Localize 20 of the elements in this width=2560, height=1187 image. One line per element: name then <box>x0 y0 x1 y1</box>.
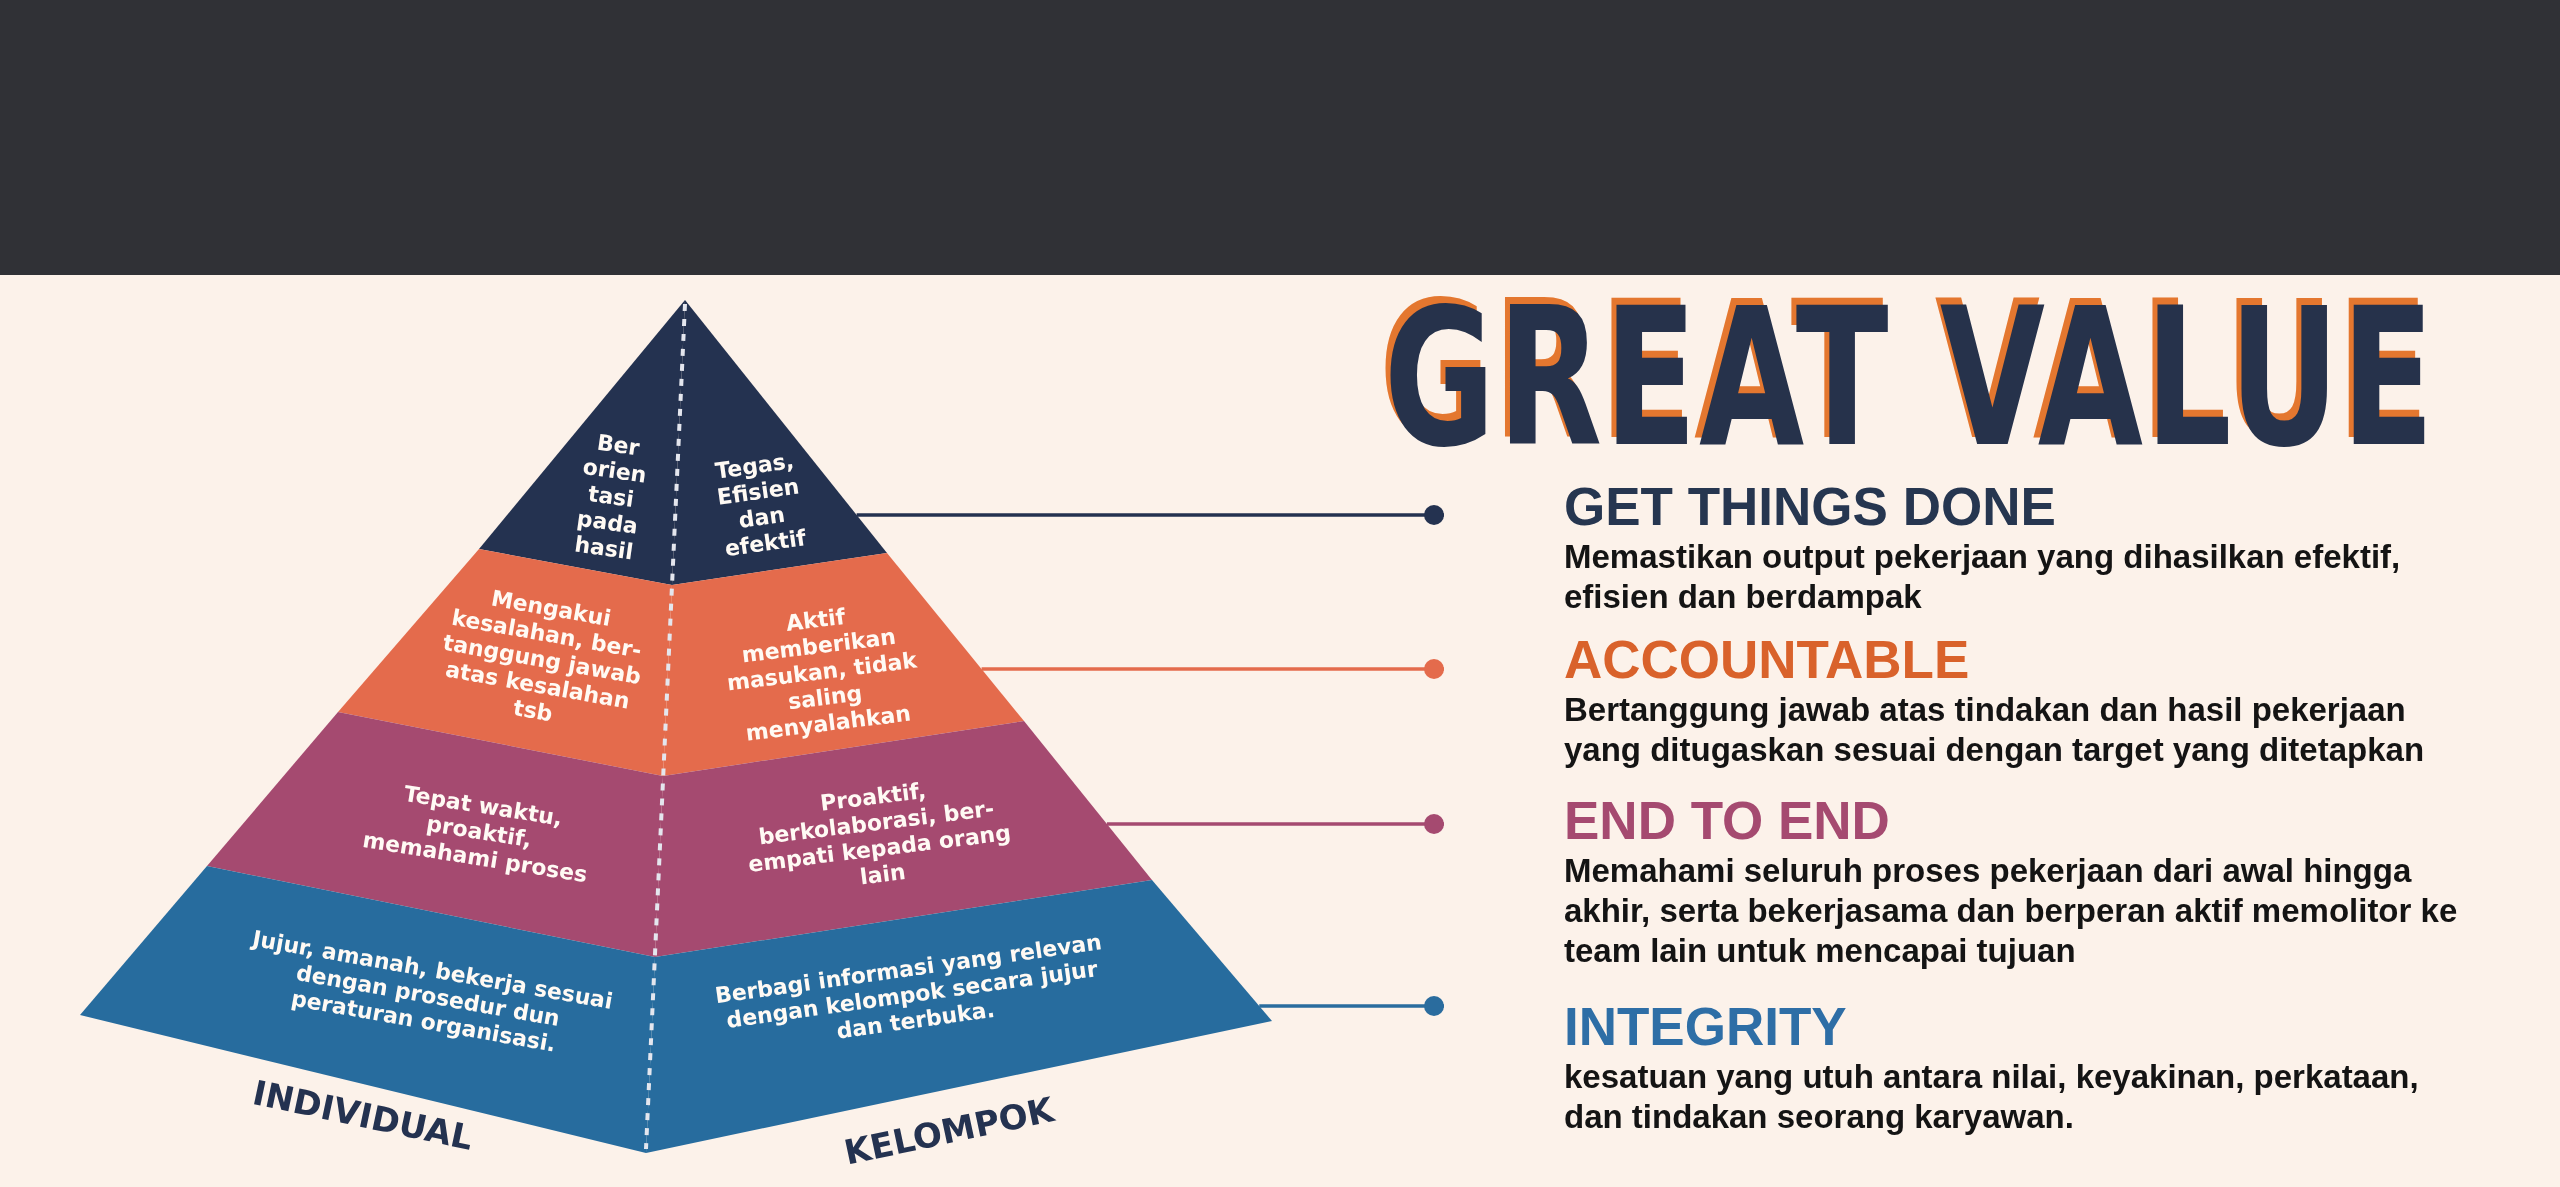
leader-line <box>1106 814 1444 834</box>
segment-text: Proaktif, berkolaborasi, ber- empati kepada orang lain <box>745 776 1014 892</box>
leader-line <box>856 505 1444 525</box>
segment-text: Jujur, amanah, bekerja sesuai dengan prosedur dun peraturan organisasi. <box>248 925 616 1059</box>
value-heading: INTEGRITY <box>1564 997 1847 1057</box>
title: GREAT VALUE <box>1383 282 2437 474</box>
leader-line <box>1259 996 1444 1016</box>
segment-text: Aktif memberikan masukan, tidak saling menyalahkan <box>724 602 920 748</box>
value-description: Memastikan output pekerjaan yang dihasilkan efektif, efisien dan berdampak <box>1564 537 2402 617</box>
value-description: Bertanggung jawab atas tindakan dan hasil pekerjaan yang ditugaskan sesuai dengan target yang ditetapkan <box>1564 690 2426 770</box>
value-heading: END TO END <box>1564 791 1890 851</box>
value-description: kesatuan yang utuh antara nilai, keyakinan, perkataan, dan tindakan seorang karyawan. <box>1564 1057 2420 1137</box>
value-heading: GET THINGS DONE <box>1564 477 2056 537</box>
segment-text: Ber orien tasi pada hasil <box>572 428 650 567</box>
value-heading: ACCOUNTABLE <box>1564 630 1970 690</box>
segment-text: Berbagi informasi yang relevan dengan kelompok secara jujur dan terbuka. <box>712 929 1105 1046</box>
segment-text: Tegas, Efisien dan efektif <box>712 447 809 563</box>
value-description: Memahami seluruh proses pekerjaan dari awal hingga akhir, serta bekerjasama dan berperan aktif memolitor ke team lain untuk mencapai tujuan <box>1564 851 2459 971</box>
leader-line <box>981 659 1444 679</box>
segment-text: Tepat waktu, proaktif, memahami proses <box>359 779 591 889</box>
